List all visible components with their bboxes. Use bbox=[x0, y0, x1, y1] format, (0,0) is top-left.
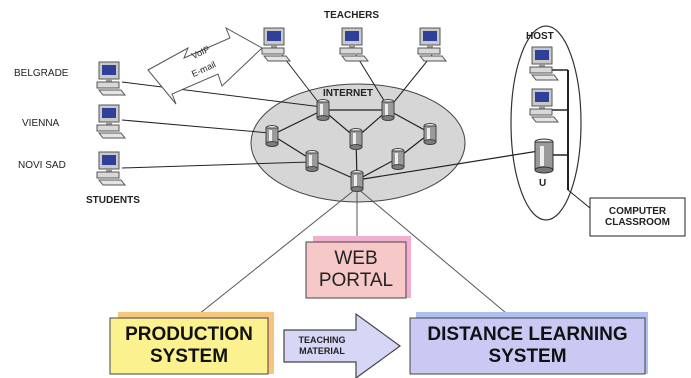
teacher-links bbox=[281, 54, 433, 108]
router-icon bbox=[305, 150, 319, 172]
computer-classroom-box bbox=[589, 197, 686, 237]
web-portal-text: WEB PORTAL bbox=[318, 248, 394, 291]
students-label: STUDENTS bbox=[86, 195, 140, 206]
host-group-ellipse bbox=[510, 25, 582, 221]
teaching-material-arrow bbox=[283, 312, 402, 378]
computer-icon bbox=[96, 104, 126, 139]
host-server-label: U bbox=[539, 178, 547, 189]
router-icon bbox=[349, 128, 363, 150]
router-icon bbox=[423, 123, 437, 145]
computer-icon bbox=[96, 151, 126, 186]
router-icon bbox=[381, 99, 395, 121]
router-icon bbox=[316, 99, 330, 121]
vienna-label: VIENNA bbox=[22, 118, 60, 129]
novi-sad-label: NOVI SAD bbox=[18, 160, 66, 171]
distance-learning-text: DISTANCE LEARNING SYSTEM bbox=[427, 324, 628, 367]
communication-arrow bbox=[147, 26, 263, 105]
host-server-icon bbox=[534, 138, 554, 174]
production-system-text: PRODUCTION SYSTEM bbox=[125, 324, 253, 367]
distance-learning-box bbox=[409, 317, 646, 375]
router-icon bbox=[391, 148, 405, 170]
production-system-box bbox=[109, 317, 269, 375]
computer-classroom-text: COMPUTER CLASSROOM bbox=[605, 206, 670, 228]
router-icon bbox=[350, 170, 364, 192]
system-links bbox=[193, 187, 513, 319]
internet-label: INTERNET bbox=[323, 88, 373, 99]
computer-icon bbox=[96, 61, 126, 96]
router-icon bbox=[265, 125, 279, 147]
computer-icon bbox=[261, 27, 291, 62]
teachers-label: TEACHERS bbox=[324, 10, 380, 21]
teaching-material-text: TEACHING MATERIAL bbox=[298, 335, 346, 356]
belgrade-label: BELGRADE bbox=[14, 68, 69, 79]
student-links bbox=[121, 81, 323, 169]
web-portal-box bbox=[305, 241, 407, 299]
computer-icon bbox=[339, 27, 369, 62]
computer-icon bbox=[417, 27, 447, 62]
host-label: HOST bbox=[526, 31, 554, 42]
